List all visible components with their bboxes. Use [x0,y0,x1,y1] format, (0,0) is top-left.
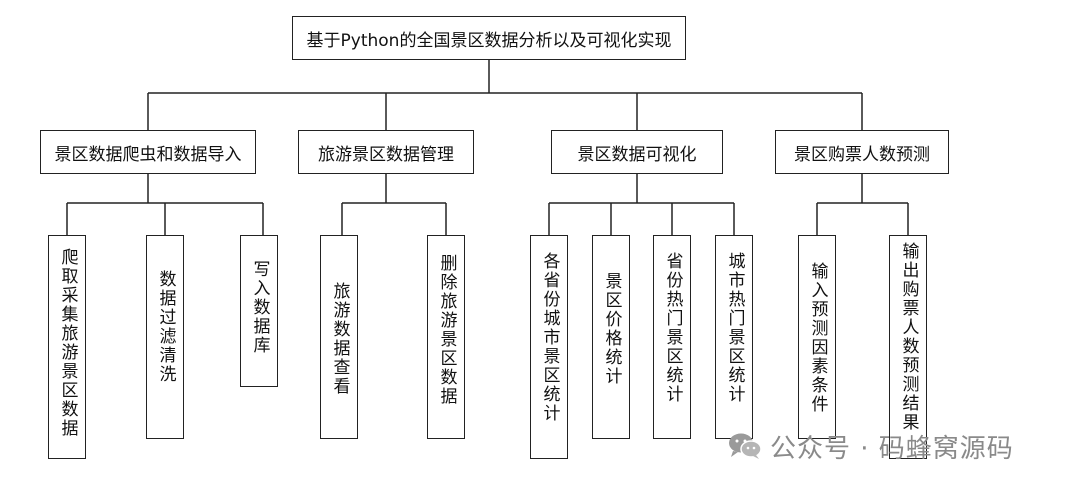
category-node-visualization: 景区数据可视化 [551,130,723,174]
watermark: 公众号 · 码蜂窝源码 [728,426,1014,466]
category-label: 景区购票人数预测 [794,144,930,165]
leaf-label: 省份热门景区统计 [662,252,683,404]
category-node-management: 旅游景区数据管理 [298,130,474,174]
watermark-text: 公众号 · 码蜂窝源码 [770,433,1014,464]
leaf-label: 写入数据库 [249,260,270,355]
category-node-crawler: 景区数据爬虫和数据导入 [40,130,256,174]
leaf-node: 输入预测因素条件 [798,235,836,439]
leaf-node: 写入数据库 [240,235,278,387]
leaf-label: 旅游数据查看 [329,282,350,396]
category-node-prediction: 景区购票人数预测 [775,130,949,174]
leaf-label: 爬取采集旅游景区数据 [57,248,78,438]
leaf-label: 输出购票人数预测结果 [898,242,919,432]
root-node: 基于Python的全国景区数据分析以及可视化实现 [292,16,686,60]
leaf-node: 省份热门景区统计 [653,235,691,439]
category-label: 旅游景区数据管理 [318,144,454,165]
leaf-node: 删除旅游景区数据 [427,235,465,439]
category-label: 景区数据可视化 [577,144,697,165]
leaf-node: 爬取采集旅游景区数据 [48,235,86,459]
leaf-node: 数据过滤清洗 [146,235,184,439]
leaf-label: 数据过滤清洗 [155,270,176,384]
root-title: 基于Python的全国景区数据分析以及可视化实现 [306,30,672,51]
leaf-label: 各省份城市景区统计 [539,252,560,423]
leaf-node: 各省份城市景区统计 [530,235,568,459]
wechat-icon [728,432,762,460]
leaf-label: 输入预测因素条件 [807,262,828,414]
leaf-node: 输出购票人数预测结果 [889,235,927,459]
leaf-node: 景区价格统计 [592,235,630,439]
leaf-node: 旅游数据查看 [320,235,358,439]
leaf-label: 景区价格统计 [601,272,622,386]
leaf-node: 城市热门景区统计 [715,235,753,439]
leaf-label: 城市热门景区统计 [724,252,745,404]
leaf-label: 删除旅游景区数据 [436,254,457,406]
category-label: 景区数据爬虫和数据导入 [54,144,242,165]
